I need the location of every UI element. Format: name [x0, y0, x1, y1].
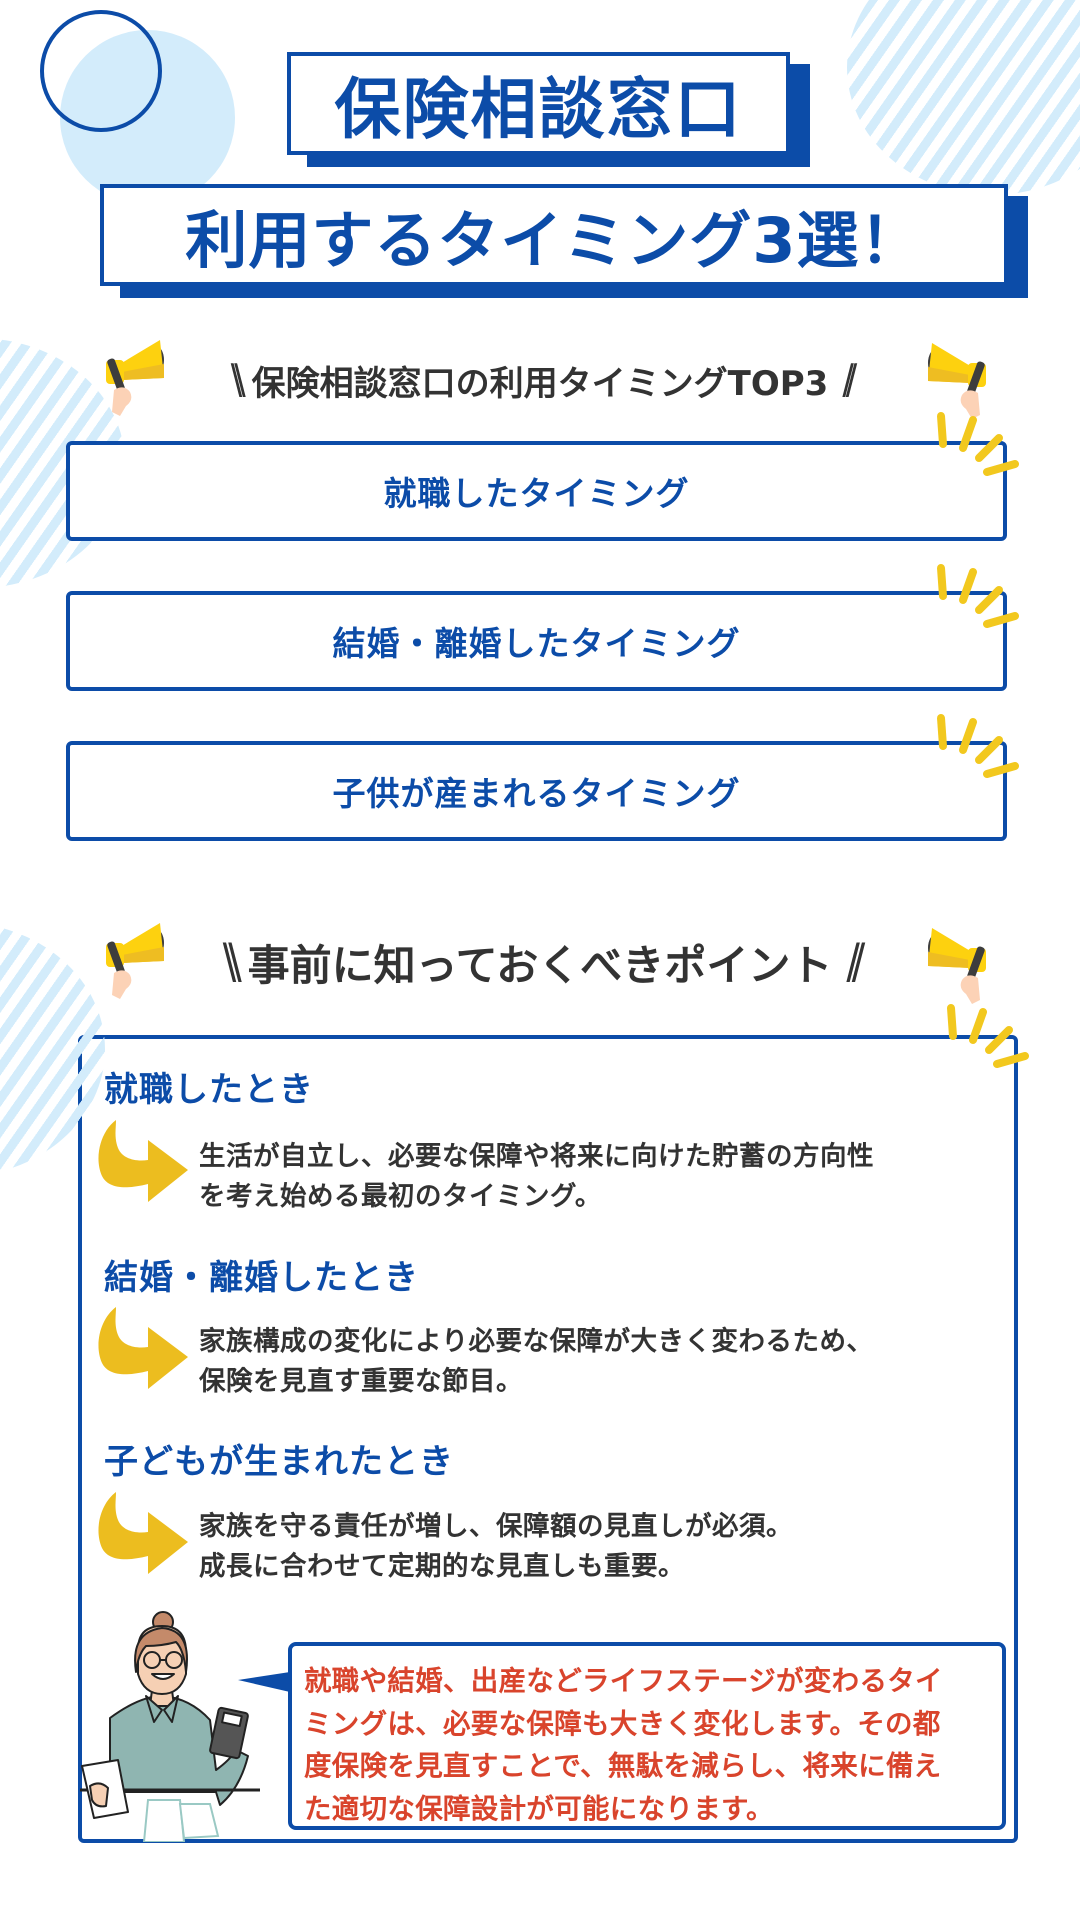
timing-item-label: 結婚・離婚したタイミング — [332, 624, 741, 663]
point-desc-line: 成長に合わせて定期的な見直しも重要。 — [199, 1551, 685, 1582]
timing-item-label: 就職したタイミング — [383, 474, 690, 513]
speech-bubble-tail — [238, 1672, 290, 1692]
curved-arrow-right-icon — [98, 1492, 188, 1574]
summary-line: 就職や結婚、出産などライフステージが変わるタイ — [304, 1665, 943, 1697]
summary-line: 度保険を見直すことで、無駄を減らし、将来に備え — [304, 1750, 942, 1782]
point-desc-line: を考え始める最初のタイミング。 — [199, 1181, 602, 1212]
decorative-ring — [40, 10, 162, 132]
sparkle-lines-icon — [937, 412, 1019, 476]
sparkle-lines-icon — [937, 714, 1019, 778]
heading-deco-right: // — [846, 934, 865, 990]
advisor-woman-illustration — [80, 1611, 260, 1842]
point-desc-1: 生活が自立し、必要な保障や将来に向けた貯蓄の方向性 を考え始める最初のタイミング… — [199, 1137, 874, 1217]
timing-item-3: 子供が産まれるタイミング — [66, 741, 1007, 841]
megaphone-icon — [928, 928, 986, 1004]
timing-item-2: 結婚・離婚したタイミング — [66, 591, 1007, 691]
megaphone-icon — [106, 923, 164, 999]
page-title-line-1: 保険相談窓口 — [287, 52, 790, 155]
heading-deco-left: \\ — [230, 356, 246, 404]
page-title-line-2: 利用するタイミング3選！ — [100, 184, 1008, 286]
timing-item-label: 子供が産まれるタイミング — [332, 774, 741, 813]
point-desc-line: 生活が自立し、必要な保障や将来に向けた貯蓄の方向性 — [199, 1141, 874, 1172]
top3-section-heading: \\ 保険相談窓口の利用タイミングTOP3 // — [0, 352, 1080, 408]
sparkle-lines-icon — [937, 564, 1019, 628]
top3-heading-text: 保険相談窓口の利用タイミングTOP3 — [251, 363, 829, 404]
point-desc-3: 家族を守る責任が増し、保障額の見直しが必須。 成長に合わせて定期的な見直しも重要… — [199, 1507, 793, 1587]
point-title-1: 就職したとき — [104, 1070, 314, 1110]
point-desc-line: 保険を見直す重要な節目。 — [199, 1366, 523, 1397]
page-title-text-2: 利用するタイミング3選！ — [185, 204, 923, 277]
point-title-2: 結婚・離婚したとき — [104, 1258, 419, 1298]
points-heading-text: 事前に知っておくべきポイント — [247, 940, 833, 990]
megaphone-icon — [928, 343, 986, 419]
point-title-3: 子どもが生まれたとき — [104, 1442, 454, 1482]
point-desc-line: 家族構成の変化により必要な保障が大きく変わるため、 — [199, 1326, 874, 1357]
heading-deco-left: \\ — [222, 934, 242, 990]
megaphone-icon — [106, 340, 164, 416]
heading-deco-right: // — [842, 356, 857, 404]
sparkle-lines-icon — [947, 1004, 1029, 1068]
timing-item-1: 就職したタイミング — [66, 441, 1007, 541]
summary-line: ミングは、必要な保障も大きく変化します。その都 — [304, 1707, 941, 1740]
points-section-heading: \\ 事前に知っておくべきポイント // — [0, 930, 1080, 994]
summary-line: た適切な保障設計が可能になります。 — [304, 1792, 774, 1825]
decorative-striped-circle-top-right — [847, 0, 1080, 195]
curved-arrow-right-icon — [98, 1120, 188, 1202]
curved-arrow-right-icon — [98, 1307, 188, 1389]
point-desc-line: 家族を守る責任が増し、保障額の見直しが必須。 — [199, 1511, 793, 1542]
page-title-text-1: 保険相談窓口 — [334, 70, 743, 148]
summary-speech-bubble: 就職や結婚、出産などライフステージが変わるタイ ミングは、必要な保障も大きく変化… — [288, 1642, 1006, 1830]
point-desc-2: 家族構成の変化により必要な保障が大きく変わるため、 保険を見直す重要な節目。 — [199, 1322, 873, 1402]
